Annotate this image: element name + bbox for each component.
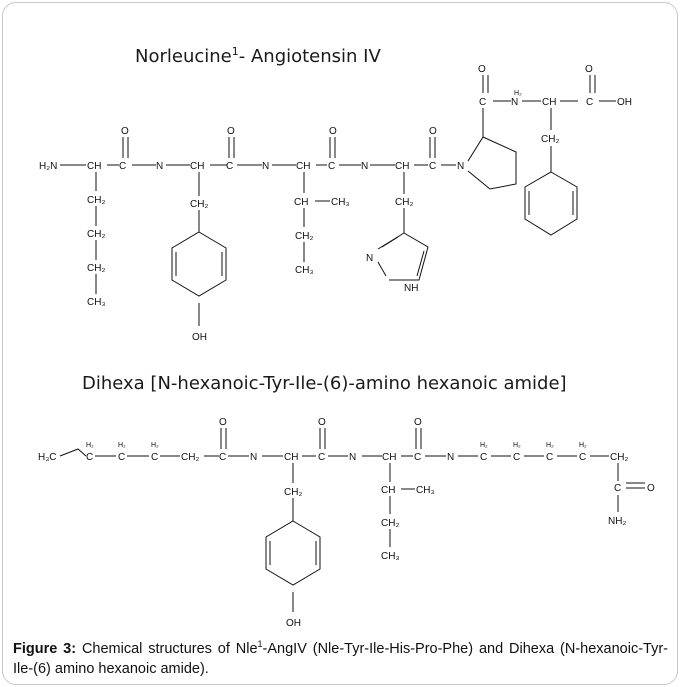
atom-label: N [349,452,356,463]
atom-label: H₂ [514,90,522,97]
atom-label: O [227,126,235,137]
atom-label: CH [190,161,204,172]
atom-label: CH₃ [295,265,314,276]
atom-label: CH₂ [181,452,199,463]
atom-label: CH₃ [331,197,350,208]
caption-text: -AngIV (Nle-Tyr-Ile-His-Pro-Phe) and Dih… [13,640,668,677]
atom-label: C [429,161,436,172]
atom-label: NH₂ [608,516,626,527]
atom-label: H₂ [546,442,554,449]
atom-label: C [318,452,325,463]
atom-label: OH [192,332,207,343]
atom-label: N [156,161,163,172]
atom-label: N [250,452,257,463]
caption-text: Chemical structures of Nle [76,640,258,657]
atom-label: O [318,417,326,428]
atom-label: C [414,452,421,463]
caption-label: Figure 3: [13,640,77,657]
atom-label: C [86,452,93,463]
atom-label: O [121,126,129,137]
atom-label: CH₂ [295,231,313,242]
atom-label: H₂ [151,442,159,449]
atom-label: NH [404,283,418,294]
atom-label: C [614,483,621,494]
atom-label: C [219,452,226,463]
atom-label: CH [284,452,298,463]
atom-label: H₂N [39,161,57,172]
atom-label: H₂ [118,442,126,449]
atom-label: H₂ [513,442,521,449]
structure-title-nle-angiv: Norleucine1- Angiotensin IV [135,45,381,67]
atom-label: H₂ [86,442,94,449]
structure-dihexa: H₃C H₂ C H₂ C H₂ C CH₂ C O N CH C O N CH… [38,417,655,629]
atom-label: N [447,452,454,463]
atom-label: H₃C [38,452,57,463]
atom-label: C [118,452,125,463]
atom-label: O [585,64,593,75]
atom-label: N [361,161,368,172]
atom-label: O [219,417,227,428]
atom-label: C [546,452,553,463]
structure-title-dihexa: Dihexa [N-hexanoic-Tyr-Ile-(6)-amino hex… [82,373,567,394]
atom-label: OH [286,618,301,629]
atom-label: O [414,417,422,428]
atom-label: C [479,97,486,108]
caption-superscript: 1 [257,639,263,649]
atom-label: C [119,161,126,172]
atom-label: CH [395,161,409,172]
atom-label: C [151,452,158,463]
atom-label: CH [294,197,308,208]
atom-label: H₂ [480,442,488,449]
atom-label: CH [381,485,395,496]
atom-label: C [226,161,233,172]
atom-label: C [328,161,335,172]
atom-label: CH₂ [381,518,399,529]
atom-label: CH₂ [395,197,413,208]
atom-label: N [511,97,518,108]
atom-label: OH [617,97,632,108]
atom-label: CH₂ [87,229,105,240]
atom-label: C [480,452,487,463]
structure-nle-angiv: H₂N CH C O N CH C O N CH C O N CH C O N … [39,64,632,343]
figure-caption: Figure 3: Chemical structures of Nle1-An… [13,634,668,679]
atom-label: CH [382,452,396,463]
atom-label: CH₃ [381,551,400,562]
atom-label: N [457,161,464,172]
atom-label: C [586,97,593,108]
atom-label: CH [296,161,310,172]
atom-label: O [478,64,486,75]
atom-label: C [513,452,520,463]
atom-label: C [579,452,586,463]
atom-label: O [647,483,655,494]
atom-label: N [366,253,373,264]
atom-label: CH₂ [284,487,302,498]
atom-label: N [262,161,269,172]
atom-label: CH [87,161,101,172]
atom-label: CH₂ [87,195,105,206]
atom-label: CH₃ [87,297,106,308]
atom-label: O [329,126,337,137]
atom-label: CH₂ [541,134,559,145]
atom-label: H₂ [579,442,587,449]
atom-label: CH₃ [416,485,435,496]
atom-label: CH [542,97,556,108]
atom-label: CH₂ [190,199,208,210]
atom-label: CH₂ [87,263,105,274]
atom-label: O [429,126,437,137]
atom-label: CH₂ [610,452,628,463]
